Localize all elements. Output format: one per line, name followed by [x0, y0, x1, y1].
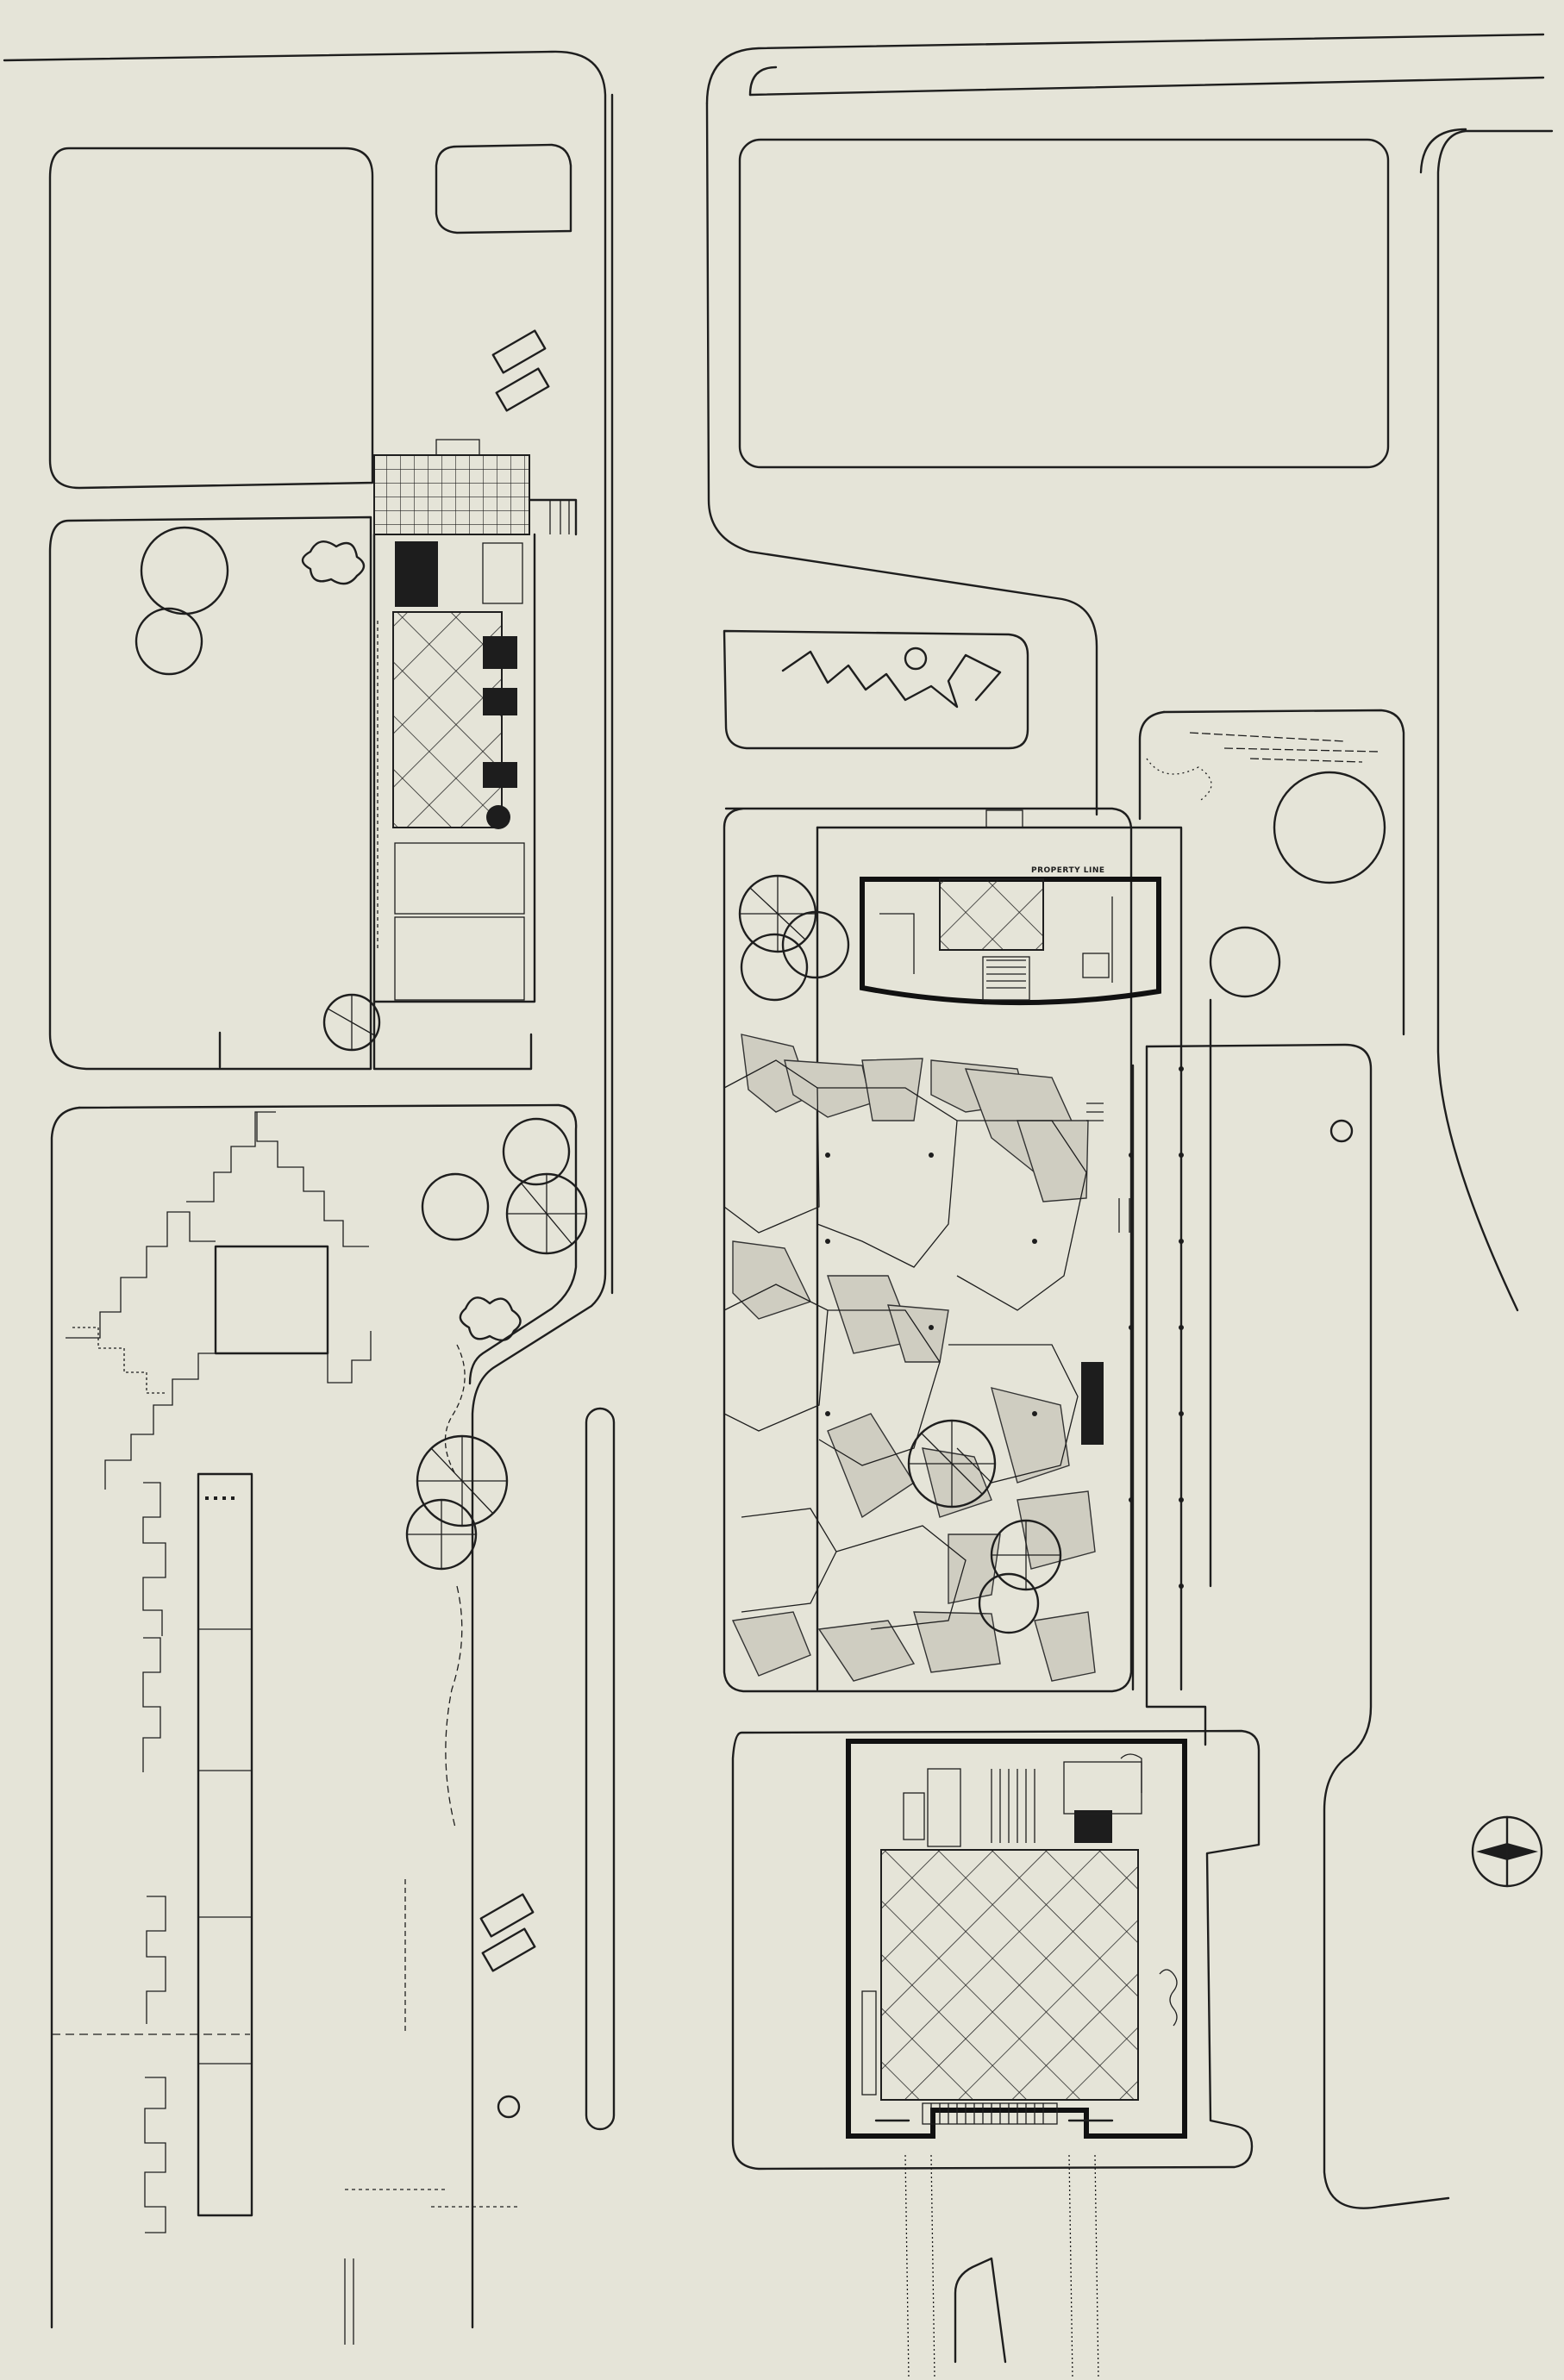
trees-central [738, 771, 1386, 1634]
bollard-dots [825, 1066, 1184, 1589]
central-east-strip [1081, 998, 1212, 1691]
central-garden-block [723, 807, 1183, 1693]
central-garden-hex-outlines [723, 1059, 1087, 1630]
shrubs-west [301, 540, 522, 1828]
block-west-1 [48, 147, 374, 490]
central-north-building: PROPERTY LINE [860, 866, 1161, 1006]
road-east [1419, 128, 1554, 1312]
block-west-3 [50, 1103, 578, 2329]
west-stepped-garden [52, 1111, 517, 2345]
median-strip [585, 1407, 616, 2131]
property-line-label: PROPERTY LINE [1031, 866, 1105, 875]
central-pavilion-stepped [723, 629, 1029, 750]
block-east-long [497, 1043, 1450, 2209]
trees-west [135, 526, 588, 1571]
north-arrow-icon [1471, 1815, 1543, 1888]
block-west-small [435, 143, 572, 234]
car-pair-north [491, 329, 550, 412]
street-outlines [3, 33, 1545, 2329]
south-block [731, 1729, 1261, 2171]
block-north-east [738, 138, 1390, 469]
west-building [372, 439, 578, 1071]
car-pair-south [479, 1893, 536, 1972]
block-east-corner [1138, 709, 1405, 1036]
west-long-strip [197, 1472, 253, 2217]
south-approach [904, 2154, 1099, 2380]
south-building [846, 1739, 1187, 2139]
central-garden-paving [731, 1034, 1096, 1682]
block-west-2 [48, 515, 372, 1071]
